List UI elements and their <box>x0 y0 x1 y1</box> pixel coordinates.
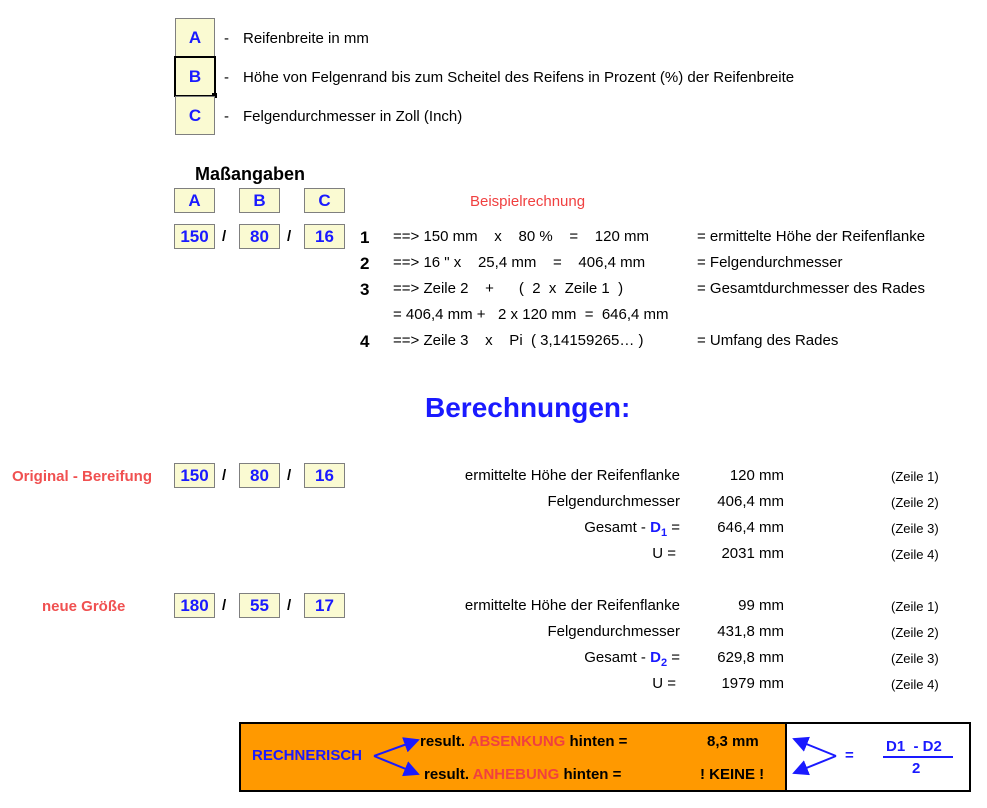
anhebung-post: hinten = <box>559 766 622 783</box>
beispiel-row-num: 2 <box>360 254 370 273</box>
beispiel-row-calc: ==> Zeile 2 + ( 2 x Zeile 1 ) <box>393 280 624 297</box>
original-row-label: ermittelte Höhe der Reifenflanke <box>464 467 680 484</box>
masse-value-c[interactable]: 16 <box>304 224 345 249</box>
beispiel-row-num: 3 <box>360 280 370 299</box>
original-row-value: 2031 mm <box>721 545 784 562</box>
beispiel-title: Beispielrechnung <box>470 193 586 210</box>
gesamt-text: Gesamt - <box>584 649 651 666</box>
masse-value-b[interactable]: 80 <box>239 224 280 249</box>
slash: / <box>222 597 227 614</box>
legend-text-b: Höhe von Felgenrand bis zum Scheitel des… <box>243 69 795 86</box>
legend-cell-a[interactable]: A <box>175 18 215 57</box>
neu-row-value: 99 mm <box>738 597 784 614</box>
anhebung-key: ANHEBUNG <box>472 766 560 783</box>
absenkung-key: ABSENKUNG <box>468 733 566 750</box>
d1-symbol: D <box>650 519 661 536</box>
legend-cell-b[interactable]: B <box>174 56 216 97</box>
original-gesamt-label: Gesamt - D1 = <box>584 519 680 539</box>
neu-gesamt-label: Gesamt - D2 = <box>584 649 680 669</box>
original-row-label: U = <box>652 545 676 562</box>
neu-row-value: 431,8 mm <box>717 623 784 640</box>
neu-row-ref: (Zeile 2) <box>891 625 939 640</box>
beispiel-row-result: = Umfang des Rades <box>697 332 839 349</box>
beispiel-row-result: = ermittelte Höhe der Reifenflanke <box>697 228 926 245</box>
result-panel <box>239 722 787 792</box>
selection-handle[interactable] <box>212 93 217 98</box>
legend-dash-a: - <box>224 30 229 47</box>
fraction-line <box>883 756 953 758</box>
original-row-value: 120 mm <box>729 467 784 484</box>
neu-value-c[interactable]: 17 <box>304 593 345 618</box>
split-arrows-icon <box>373 737 420 777</box>
masse-header-c[interactable]: C <box>304 188 345 213</box>
original-row-ref: (Zeile 1) <box>891 469 939 484</box>
slash: / <box>222 228 227 245</box>
gesamt-text: Gesamt - <box>584 519 651 536</box>
slash: / <box>222 467 227 484</box>
original-row-value: 406,4 mm <box>717 493 784 510</box>
masse-title: Maßangaben <box>195 164 306 184</box>
masse-header-b[interactable]: B <box>239 188 280 213</box>
merge-arrows-icon <box>792 736 837 776</box>
beispiel-row-calc: ==> Zeile 3 x Pi ( 3,14159265… ) <box>393 332 644 349</box>
rechnerisch-label: RECHNERISCH <box>252 747 363 764</box>
neu-row-ref: (Zeile 4) <box>891 677 939 692</box>
beispiel-row-calc: ==> 16 " x 25,4 mm = 406,4 mm <box>393 254 646 271</box>
neu-row-label: Felgendurchmesser <box>547 623 680 640</box>
original-value-c[interactable]: 16 <box>304 463 345 488</box>
absenkung-row: result. ABSENKUNG hinten = <box>420 733 627 750</box>
beispiel-row-calc: = 406,4 mm + 2 x 120 mm = 646,4 mm <box>393 306 669 323</box>
absenkung-value: 8,3 mm <box>707 733 759 750</box>
beispiel-row-calc: ==> 150 mm x 80 % = 120 mm <box>393 228 649 245</box>
original-value-a[interactable]: 150 <box>174 463 215 488</box>
masse-value-a[interactable]: 150 <box>174 224 215 249</box>
anhebung-value: ! KEINE ! <box>700 766 765 783</box>
berechnungen-title: Berechnungen: <box>425 392 631 423</box>
legend-cell-c[interactable]: C <box>175 96 215 135</box>
legend-dash-b: - <box>224 69 229 86</box>
slash: / <box>287 228 292 245</box>
absenkung-post: hinten = <box>565 733 628 750</box>
original-row-label: Felgendurchmesser <box>547 493 680 510</box>
legend-text-a: Reifenbreite in mm <box>243 30 369 47</box>
neu-row-value: 1979 mm <box>721 675 784 692</box>
original-row-ref: (Zeile 2) <box>891 495 939 510</box>
equals: = <box>667 519 680 536</box>
d2-subscript: 2 <box>660 657 668 669</box>
d2-symbol: D <box>650 649 661 666</box>
beispiel-row-result: = Gesamtdurchmesser des Rades <box>697 280 926 297</box>
d1-subscript: 1 <box>660 527 668 539</box>
neu-value-b[interactable]: 55 <box>239 593 280 618</box>
legend-dash-c: - <box>224 108 229 125</box>
original-label: Original - Bereifung <box>12 468 153 485</box>
beispiel-row-result: = Felgendurchmesser <box>697 254 843 271</box>
anhebung-pre: result. <box>424 766 473 783</box>
original-row-ref: (Zeile 4) <box>891 547 939 562</box>
equals: = <box>667 649 680 666</box>
neu-row-ref: (Zeile 1) <box>891 599 939 614</box>
neu-row-value: 629,8 mm <box>717 649 784 666</box>
formula-numerator: D1 - D2 <box>886 738 942 755</box>
absenkung-pre: result. <box>420 733 469 750</box>
original-value-b[interactable]: 80 <box>239 463 280 488</box>
beispiel-row-num: 4 <box>360 332 370 351</box>
neu-row-label: ermittelte Höhe der Reifenflanke <box>464 597 680 614</box>
slash: / <box>287 467 292 484</box>
legend-text-c: Felgendurchmesser in Zoll (Inch) <box>243 108 463 125</box>
slash: / <box>287 597 292 614</box>
original-row-value: 646,4 mm <box>717 519 784 536</box>
formula-equals: = <box>845 747 854 764</box>
formula-denominator: 2 <box>912 760 921 777</box>
masse-header-a[interactable]: A <box>174 188 215 213</box>
beispiel-row-num: 1 <box>360 228 370 247</box>
neu-row-ref: (Zeile 3) <box>891 651 939 666</box>
neu-row-label: U = <box>652 675 676 692</box>
neu-value-a[interactable]: 180 <box>174 593 215 618</box>
neu-label: neue Größe <box>42 598 126 615</box>
anhebung-row: result. ANHEBUNG hinten = <box>424 766 621 783</box>
original-row-ref: (Zeile 3) <box>891 521 939 536</box>
